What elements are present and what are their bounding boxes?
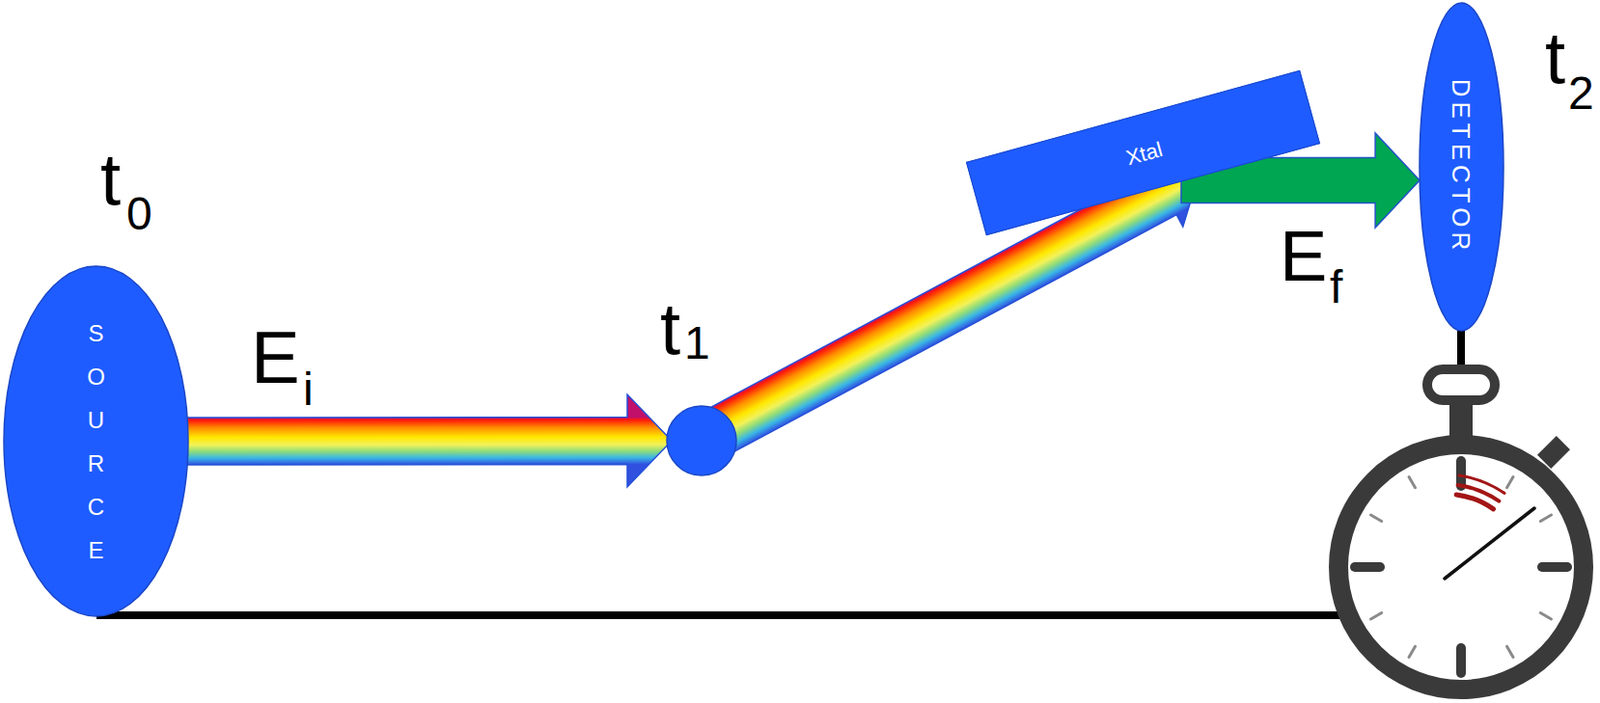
timing-wire xyxy=(96,611,1348,620)
node-outline xyxy=(665,405,738,477)
vertical-label: SOURCE xyxy=(84,311,109,573)
time-subscript: 0 xyxy=(126,191,153,238)
major-ticks xyxy=(1354,461,1568,674)
detector-ellipse: DETECTOR xyxy=(1418,1,1505,332)
stopwatch-hand xyxy=(1444,508,1535,580)
motion-arcs xyxy=(1456,475,1505,510)
energy-subscript: i xyxy=(303,366,314,414)
vertical-label: DETECTOR xyxy=(1448,79,1474,256)
stopwatch-loop xyxy=(1427,369,1495,401)
time-symbol: t xyxy=(1544,21,1566,95)
stopwatch-icon xyxy=(1338,369,1584,690)
source-ellipse: SOURCE xyxy=(2,265,190,618)
time-subscript: 2 xyxy=(1568,70,1595,117)
timing-wire xyxy=(1457,328,1465,371)
crystal-box: Xtal xyxy=(965,69,1320,235)
minor-ticks xyxy=(1371,477,1552,659)
time-symbol: t xyxy=(100,142,121,217)
stopwatch-case xyxy=(1338,444,1584,690)
energy-symbol: E xyxy=(250,321,301,395)
node-outline xyxy=(2,265,190,618)
sample-circle: t1 xyxy=(665,405,738,477)
time-symbol: t xyxy=(660,292,681,366)
rainbow-beam-arrow xyxy=(185,394,672,488)
energy-symbol: E xyxy=(1279,220,1327,293)
rainbow-beam-arrow xyxy=(689,159,1199,464)
time-subscript: 1 xyxy=(684,320,711,367)
crystal-label: Xtal xyxy=(1123,137,1164,168)
energy-subscript: f xyxy=(1329,264,1343,311)
